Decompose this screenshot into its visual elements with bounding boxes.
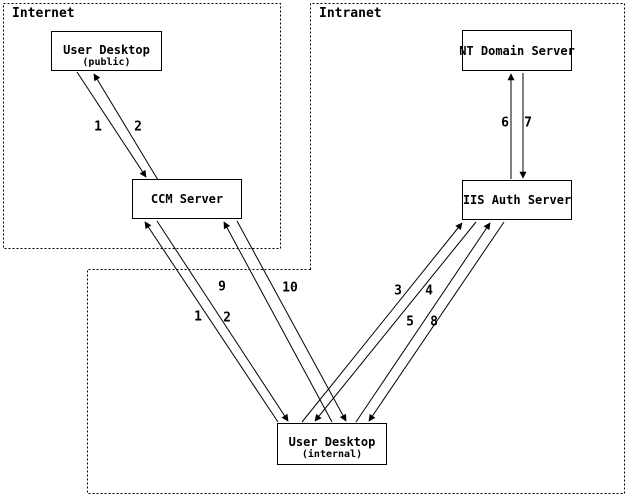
edge-public-2-line xyxy=(93,73,159,181)
node-nt-domain-server: NT Domain Server xyxy=(459,30,575,71)
edge-8-label: 8 xyxy=(430,314,438,330)
edge-4-label: 4 xyxy=(425,283,433,299)
edge-9-line xyxy=(223,221,333,423)
edge-7-label: 7 xyxy=(524,115,532,131)
node-ccm-server: CCM Server xyxy=(132,179,242,219)
edge-5-label: 5 xyxy=(406,314,414,330)
node-user-desktop-public-label: User Desktop xyxy=(63,43,150,57)
edge-internal-2-line xyxy=(156,220,289,422)
node-ccm-server-label: CCM Server xyxy=(150,192,224,206)
node-iis-auth-server-label: IIS Auth Server xyxy=(462,193,572,207)
node-nt-domain-server-label: NT Domain Server xyxy=(459,43,575,58)
node-user-desktop-public-sublabel: (public) xyxy=(82,57,131,68)
edge-9-label: 9 xyxy=(218,279,226,295)
edge-3-label: 3 xyxy=(394,283,402,299)
edge-10-line xyxy=(236,220,347,422)
internet-zone-border xyxy=(3,3,281,249)
edge-public-1-line xyxy=(76,71,147,178)
intranet-zone-label: Intranet xyxy=(319,6,382,21)
edge-8-line xyxy=(368,221,505,422)
edge-3-line xyxy=(301,222,463,423)
edge-6-label: 6 xyxy=(501,115,509,131)
edge-5-line xyxy=(355,222,491,423)
node-iis-auth-server: IIS Auth Server xyxy=(462,180,572,220)
edge-public-2-label: 2 xyxy=(134,119,142,135)
edge-10-label: 10 xyxy=(282,280,298,296)
node-user-desktop-public: User Desktop (public) xyxy=(51,31,162,71)
edge-internal-1-line xyxy=(144,221,279,423)
edge-4-line xyxy=(314,221,477,422)
edge-internal-1-label: 1 xyxy=(194,309,202,325)
node-user-desktop-internal: User Desktop (internal) xyxy=(277,423,387,465)
node-user-desktop-internal-label: User Desktop xyxy=(288,435,376,449)
edge-internal-2-label: 2 xyxy=(223,310,231,326)
intranet-and-internal-zone-border xyxy=(87,3,625,494)
internet-zone-label: Internet xyxy=(12,6,75,21)
edge-public-1-label: 1 xyxy=(94,119,102,135)
node-user-desktop-internal-sublabel: (internal) xyxy=(301,449,363,460)
